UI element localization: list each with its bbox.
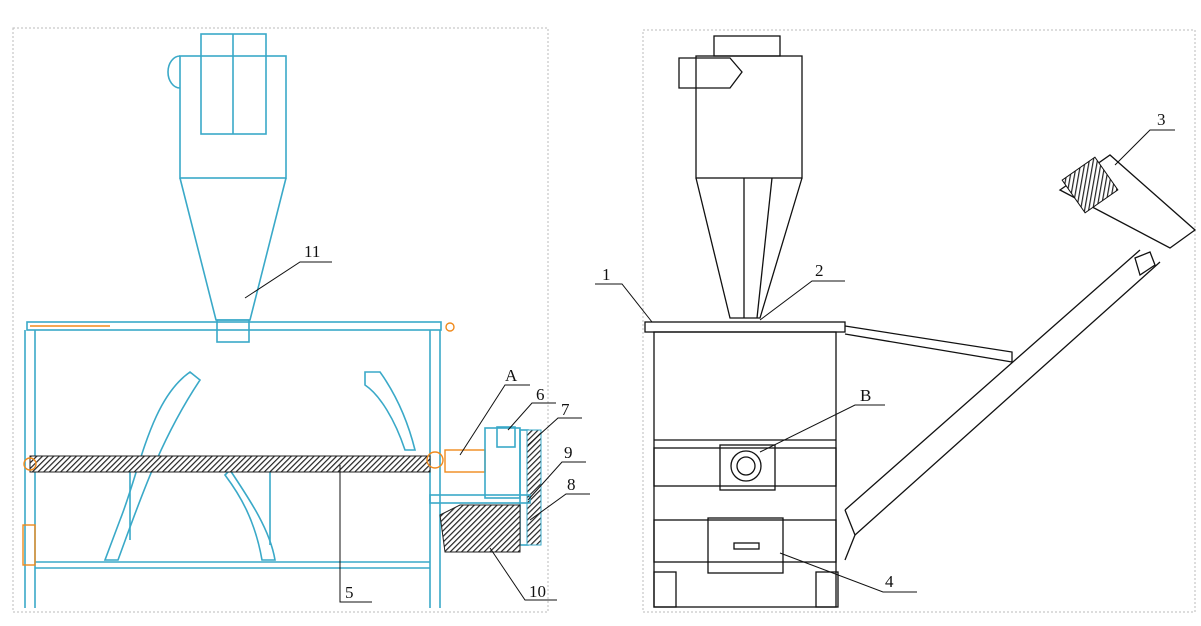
label-10: 10 [529, 582, 546, 601]
left-view-frame [12, 27, 549, 613]
label-5: 5 [345, 583, 354, 602]
right-view: 1 2 3 B 4 [595, 29, 1197, 613]
label-6: 6 [536, 385, 545, 404]
label-7: 7 [561, 400, 570, 419]
drive-assembly [429, 426, 542, 553]
label-3: 3 [1157, 110, 1166, 129]
label-1: 1 [602, 265, 611, 284]
cyclone-filter [678, 35, 803, 319]
mixer-body [644, 321, 1013, 608]
mixing-blades [103, 371, 417, 561]
label-B: B [860, 386, 871, 405]
motor [439, 504, 521, 553]
label-2: 2 [815, 261, 824, 280]
right-leaders [595, 129, 1175, 593]
label-A: A [505, 366, 518, 385]
cyclone-filter [167, 33, 287, 343]
left-view: 11 A 6 7 9 8 10 5 [12, 27, 590, 613]
label-9: 9 [564, 443, 573, 462]
label-4: 4 [885, 572, 894, 591]
left-leaders [244, 261, 590, 603]
mixer-frame [22, 321, 455, 608]
auger-shaft [29, 455, 431, 473]
screw-conveyor [844, 154, 1197, 561]
label-11: 11 [304, 242, 320, 261]
right-view-frame [642, 29, 1196, 613]
label-8: 8 [567, 475, 576, 494]
